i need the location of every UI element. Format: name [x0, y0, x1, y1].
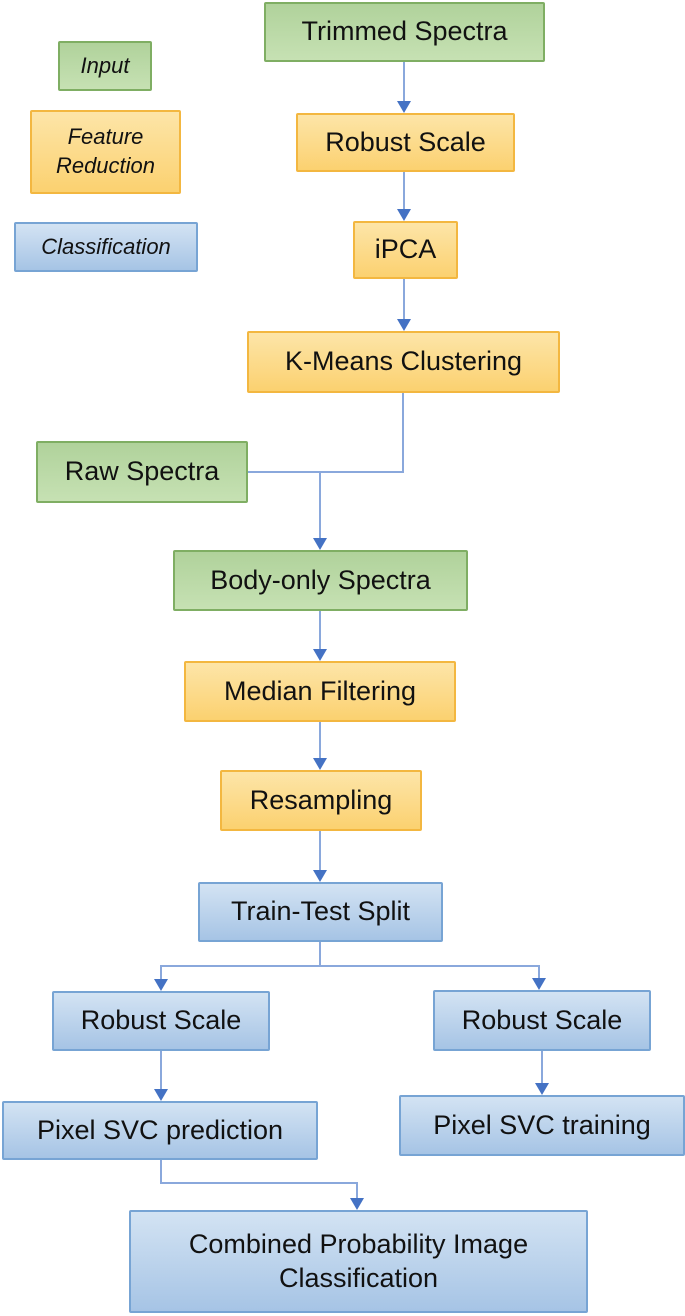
connector-robustright-to-training: [541, 1051, 543, 1083]
node-robust-scale-left: Robust Scale: [52, 991, 270, 1051]
connector-resampling-to-split: [319, 831, 321, 870]
node-trimmed-spectra: Trimmed Spectra: [264, 2, 545, 62]
connector-body-to-median: [319, 611, 321, 649]
connector-split-right-drop: [538, 965, 540, 978]
node-ipca: iPCA: [353, 221, 458, 279]
connector-median-to-resampling: [319, 722, 321, 758]
connector-kmeans-drop: [402, 393, 404, 473]
connector-prediction-across: [160, 1182, 358, 1184]
node-raw-spectra: Raw Spectra: [36, 441, 248, 503]
connector-trimmed-to-robust: [403, 62, 405, 101]
connector-split-stem: [319, 942, 321, 967]
arrowhead-trimmed-to-robust: [397, 101, 411, 113]
node-pixel-svc-prediction: Pixel SVC prediction: [2, 1101, 318, 1160]
node-body-only-spectra: Body-only Spectra: [173, 550, 468, 611]
arrowhead-to-combined: [350, 1198, 364, 1210]
node-robust-scale-top: Robust Scale: [296, 113, 515, 172]
connector-robustleft-to-prediction: [160, 1051, 162, 1089]
arrowhead-median-to-resampling: [313, 758, 327, 770]
legend-classification: Classification: [14, 222, 198, 272]
node-median-filtering: Median Filtering: [184, 661, 456, 722]
arrowhead-ipca-to-kmeans: [397, 319, 411, 331]
legend-input: Input: [58, 41, 152, 91]
arrowhead-robustright-to-training: [535, 1083, 549, 1095]
arrowhead-split-right: [532, 978, 546, 990]
node-combined-probability-image-classification: Combined Probability Image Classificatio…: [129, 1210, 588, 1313]
arrowhead-split-left: [154, 979, 168, 991]
node-robust-scale-right: Robust Scale: [433, 990, 651, 1051]
connector-split-left-drop: [160, 965, 162, 979]
legend-feature-reduction: Feature Reduction: [30, 110, 181, 194]
connector-junction-to-body: [319, 471, 321, 538]
connector-robust-to-ipca: [403, 172, 405, 209]
node-train-test-split: Train-Test Split: [198, 882, 443, 942]
connector-prediction-drop: [160, 1160, 162, 1184]
arrowhead-to-body-only: [313, 538, 327, 550]
arrowhead-robustleft-to-prediction: [154, 1089, 168, 1101]
connector-split-branch: [160, 965, 540, 967]
node-pixel-svc-training: Pixel SVC training: [399, 1095, 685, 1156]
arrowhead-robust-to-ipca: [397, 209, 411, 221]
arrowhead-resampling-to-split: [313, 870, 327, 882]
node-resampling: Resampling: [220, 770, 422, 831]
connector-prediction-to-combined: [356, 1182, 358, 1198]
connector-ipca-to-kmeans: [403, 279, 405, 319]
node-kmeans-clustering: K-Means Clustering: [247, 331, 560, 393]
arrowhead-body-to-median: [313, 649, 327, 661]
connector-raw-junction: [248, 471, 404, 473]
